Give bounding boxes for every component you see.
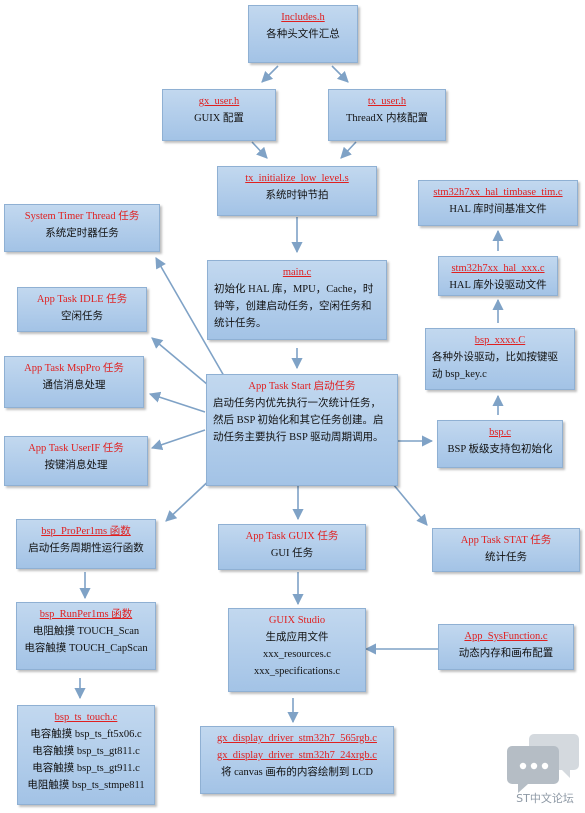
app-sysfunction-title: App_SysFunction.c xyxy=(464,631,548,642)
bsp-proper1ms-desc: 启动任务周期性运行函数 xyxy=(28,543,144,554)
tx-user-h-title: tx_user.h xyxy=(367,96,407,107)
gx-display-driver-title-1: gx_display_driver_stm32h7_565rgb.c xyxy=(217,733,377,744)
guix-studio-title: GUIX Studio xyxy=(268,615,326,626)
system-timer-thread-desc: 系统定时器任务 xyxy=(45,228,119,239)
app-task-idle-desc: 空闲任务 xyxy=(61,311,103,322)
app-task-userif-title: App Task UserIF 任务 xyxy=(28,443,124,454)
arrow-includes-gxuser xyxy=(261,65,279,83)
app-task-guix-desc: GUI 任务 xyxy=(270,548,314,559)
bsp-c-desc: BSP 板级支持包初始化 xyxy=(447,444,553,455)
bsp-xxxx-title: bsp_xxxx.C xyxy=(474,335,526,346)
app-task-msppro-box: App Task MspPro 任务 通信消息处理 xyxy=(4,356,144,408)
tx-initialize-title: tx_initialize_low_level.s xyxy=(245,173,349,184)
system-timer-thread-title: System Timer Thread 任务 xyxy=(24,211,140,222)
arrow-start-idle xyxy=(151,337,215,391)
bsp-runper1ms-line-2: 电容触摸 TOUCH_CapScan xyxy=(24,643,148,654)
app-task-idle-box: App Task IDLE 任务 空闲任务 xyxy=(17,287,147,332)
bsp-ts-touch-title: bsp_ts_touch.c xyxy=(54,712,118,723)
guix-studio-line-1: 生成应用文件 xyxy=(265,632,329,643)
app-task-stat-title: App Task STAT 任务 xyxy=(460,535,552,546)
hal-xxx-desc: HAL 库外设驱动文件 xyxy=(449,280,547,291)
bsp-c-title: bsp.c xyxy=(489,427,511,438)
app-sysfunction-desc: 动态内存和画布配置 xyxy=(458,648,554,659)
watermark-text: ST中文论坛 xyxy=(516,792,574,805)
gx-user-h-title: gx_user.h xyxy=(198,96,240,107)
app-task-guix-title: App Task GUIX 任务 xyxy=(245,531,339,542)
app-task-msppro-desc: 通信消息处理 xyxy=(42,380,106,391)
arrow-gxuser-txinit xyxy=(251,141,268,159)
guix-studio-box: GUIX Studio 生成应用文件 xxx_resources.c xxx_s… xyxy=(228,608,366,692)
app-task-stat-box: App Task STAT 任务 统计任务 xyxy=(432,528,580,572)
tx-initialize-desc: 系统时钟节拍 xyxy=(265,190,329,201)
guix-studio-line-3: xxx_specifications.c xyxy=(253,666,340,677)
tx-initialize-box: tx_initialize_low_level.s 系统时钟节拍 xyxy=(217,166,377,216)
bsp-ts-touch-line-3: 电容触摸 bsp_ts_gt911.c xyxy=(32,763,140,774)
hal-timbase-title: stm32h7xx_hal_timbase_tim.c xyxy=(433,187,563,198)
bsp-runper1ms-box: bsp_RunPer1ms 函数 电阻触摸 TOUCH_Scan 电容触摸 TO… xyxy=(16,602,156,670)
includes-h-desc: 各种头文件汇总 xyxy=(266,29,340,40)
app-task-userif-desc: 按键消息处理 xyxy=(44,460,108,471)
app-task-idle-title: App Task IDLE 任务 xyxy=(36,294,128,305)
app-task-userif-box: App Task UserIF 任务 按键消息处理 xyxy=(4,436,148,486)
bsp-xxxx-desc: 各种外设驱动，比如按键驱动 bsp_key.c xyxy=(432,352,558,380)
hal-timbase-desc: HAL 库时间基准文件 xyxy=(449,204,547,215)
gx-user-h-desc: GUIX 配置 xyxy=(194,113,244,124)
bsp-xxxx-box: bsp_xxxx.C 各种外设驱动，比如按键驱动 bsp_key.c xyxy=(425,328,575,390)
bsp-proper1ms-title: bsp_ProPer1ms 函数 xyxy=(41,526,131,537)
bsp-c-box: bsp.c BSP 板级支持包初始化 xyxy=(437,420,563,468)
app-task-start-box: App Task Start 启动任务 启动任务内优先执行一次统计任务，然后 B… xyxy=(206,374,398,486)
app-task-guix-box: App Task GUIX 任务 GUI 任务 xyxy=(218,524,366,570)
arrow-includes-txuser xyxy=(331,65,349,83)
system-timer-thread-box: System Timer Thread 任务 系统定时器任务 xyxy=(4,204,160,252)
chat-bubble-logo-icon xyxy=(507,734,579,793)
includes-h-box: Includes.h 各种头文件汇总 xyxy=(248,5,358,63)
tx-user-h-desc: ThreadX 内核配置 xyxy=(346,113,428,124)
bsp-runper1ms-line-1: 电阻触摸 TOUCH_Scan xyxy=(32,626,140,637)
hal-xxx-box: stm32h7xx_hal_xxx.c HAL 库外设驱动文件 xyxy=(438,256,558,296)
gx-display-driver-title-2: gx_display_driver_stm32h7_24xrgb.c xyxy=(217,750,377,761)
hal-xxx-title: stm32h7xx_hal_xxx.c xyxy=(451,263,545,274)
app-task-stat-desc: 统计任务 xyxy=(485,552,527,563)
app-sysfunction-box: App_SysFunction.c 动态内存和画布配置 xyxy=(438,624,574,670)
arrow-start-userif xyxy=(150,429,206,451)
guix-studio-line-2: xxx_resources.c xyxy=(263,649,331,660)
app-task-start-title: App Task Start 启动任务 xyxy=(248,381,356,392)
main-c-desc: 初始化 HAL 库，MPU，Cache，时钟等，创建启动任务，空闲任务和统计任务… xyxy=(214,284,374,329)
gx-display-driver-desc: 将 canvas 画布的内容绘制到 LCD xyxy=(221,767,373,778)
hal-timbase-box: stm32h7xx_hal_timbase_tim.c HAL 库时间基准文件 xyxy=(418,180,578,226)
bsp-ts-touch-line-1: 电容触摸 bsp_ts_ft5x06.c xyxy=(30,729,142,740)
bsp-ts-touch-line-2: 电容触摸 bsp_ts_gt811.c xyxy=(32,746,140,757)
main-c-title: main.c xyxy=(282,267,312,278)
includes-h-title: Includes.h xyxy=(281,12,325,23)
bsp-runper1ms-title: bsp_RunPer1ms 函数 xyxy=(39,609,133,620)
bsp-proper1ms-box: bsp_ProPer1ms 函数 启动任务周期性运行函数 xyxy=(16,519,156,569)
app-task-msppro-title: App Task MspPro 任务 xyxy=(24,363,124,374)
bsp-ts-touch-box: bsp_ts_touch.c 电容触摸 bsp_ts_ft5x06.c 电容触摸… xyxy=(17,705,155,805)
arrow-start-systimer xyxy=(155,257,225,377)
tx-user-h-box: tx_user.h ThreadX 内核配置 xyxy=(328,89,446,141)
bsp-ts-touch-line-4: 电阻触摸 bsp_ts_stmpe811 xyxy=(27,780,145,791)
gx-display-driver-box: gx_display_driver_stm32h7_565rgb.c gx_di… xyxy=(200,726,394,794)
arrow-start-msppro xyxy=(148,391,206,413)
arrow-txuser-txinit xyxy=(340,141,357,159)
main-c-box: main.c 初始化 HAL 库，MPU，Cache，时钟等，创建启动任务，空闲… xyxy=(207,260,387,340)
gx-user-h-box: gx_user.h GUIX 配置 xyxy=(162,89,276,141)
app-task-start-desc: 启动任务内优先执行一次统计任务，然后 BSP 初始化和其它任务创建。启动任务主要… xyxy=(213,398,384,443)
